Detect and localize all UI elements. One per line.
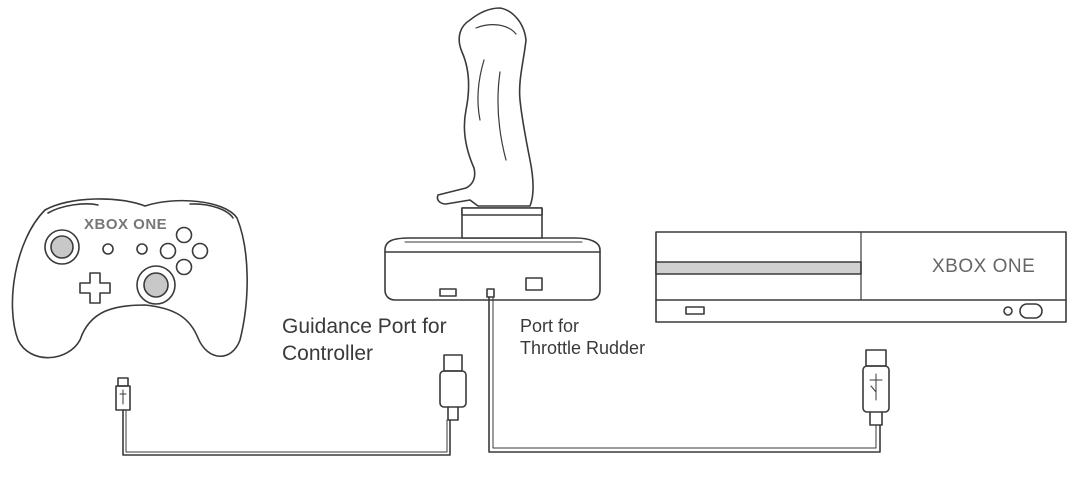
- xbox-one-console: [655, 231, 1067, 323]
- dpad: [79, 272, 111, 304]
- console-usb-port: [685, 306, 705, 315]
- controller-brand-label: XBOX ONE: [84, 216, 168, 233]
- guidance-port-label-line1: Guidance Port for: [282, 315, 447, 338]
- flight-joystick: [384, 7, 601, 301]
- joystick-grip: [436, 7, 534, 207]
- b-button: [191, 242, 209, 260]
- guidance-port-label: Guidance Port for Controller: [282, 313, 447, 367]
- menu-button: [136, 243, 148, 255]
- xbox-controller: [11, 198, 248, 359]
- x-button: [159, 242, 177, 260]
- left-thumbstick: [44, 229, 80, 265]
- controller-body: [11, 198, 248, 359]
- view-button: [102, 243, 114, 255]
- throttle-port: [525, 277, 543, 291]
- micro-usb-plug: [117, 377, 129, 387]
- y-button: [175, 226, 193, 244]
- throttle-port-label: Port for Throttle Rudder: [520, 315, 645, 359]
- joystick-base: [384, 237, 601, 301]
- power-button: [1019, 303, 1043, 319]
- guidance-port-label-line2: Controller: [282, 342, 374, 365]
- usb-a-plug-controller: [443, 354, 463, 372]
- right-bumper: [189, 203, 234, 219]
- console-button: [1003, 306, 1013, 316]
- usb-a-plug-console: [865, 349, 887, 367]
- left-bumper: [47, 203, 99, 214]
- a-button: [175, 258, 193, 276]
- micro-usb-cable: [115, 354, 467, 456]
- controller-port: [439, 288, 457, 297]
- console-brand-label: XBOX ONE: [932, 256, 1036, 277]
- right-thumbstick: [136, 265, 176, 305]
- console-usb-cable: [488, 296, 890, 453]
- throttle-port-label-line2: Throttle Rudder: [520, 338, 646, 358]
- throttle-port-label-line1: Port for: [520, 316, 580, 336]
- disc-tray: [655, 261, 862, 275]
- usb-port: [486, 288, 495, 298]
